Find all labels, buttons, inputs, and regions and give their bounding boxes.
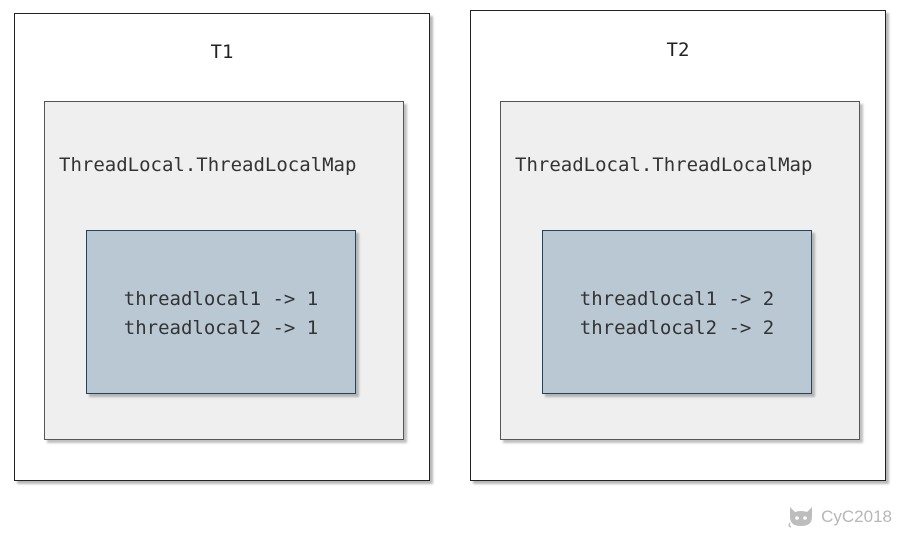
- thread-box-t2: T2 ThreadLocal.ThreadLocalMap threadloca…: [470, 10, 886, 481]
- thread-box-t1: T1 ThreadLocal.ThreadLocalMap threadloca…: [14, 13, 430, 481]
- watermark-text: CyC2018: [821, 507, 892, 526]
- thread-title: T1: [210, 41, 234, 63]
- threadlocalmap-box: ThreadLocal.ThreadLocalMap threadlocal1 …: [500, 101, 860, 440]
- threadlocalmap-label: ThreadLocal.ThreadLocalMap: [59, 154, 357, 176]
- entry-line: threadlocal2 -> 1: [123, 317, 319, 339]
- entries-box: threadlocal1 -> 1 threadlocal2 -> 1: [86, 230, 356, 394]
- entry-line: threadlocal2 -> 2: [579, 317, 775, 339]
- entry-line: threadlocal1 -> 1: [123, 288, 319, 310]
- watermark: CyC2018: [787, 505, 892, 529]
- entries-box: threadlocal1 -> 2 threadlocal2 -> 2: [542, 230, 812, 394]
- github-octocat-icon: [787, 505, 815, 529]
- thread-title: T2: [666, 39, 690, 61]
- threadlocalmap-box: ThreadLocal.ThreadLocalMap threadlocal1 …: [44, 101, 404, 440]
- entry-line: threadlocal1 -> 2: [579, 288, 775, 310]
- threadlocalmap-label: ThreadLocal.ThreadLocalMap: [515, 154, 813, 176]
